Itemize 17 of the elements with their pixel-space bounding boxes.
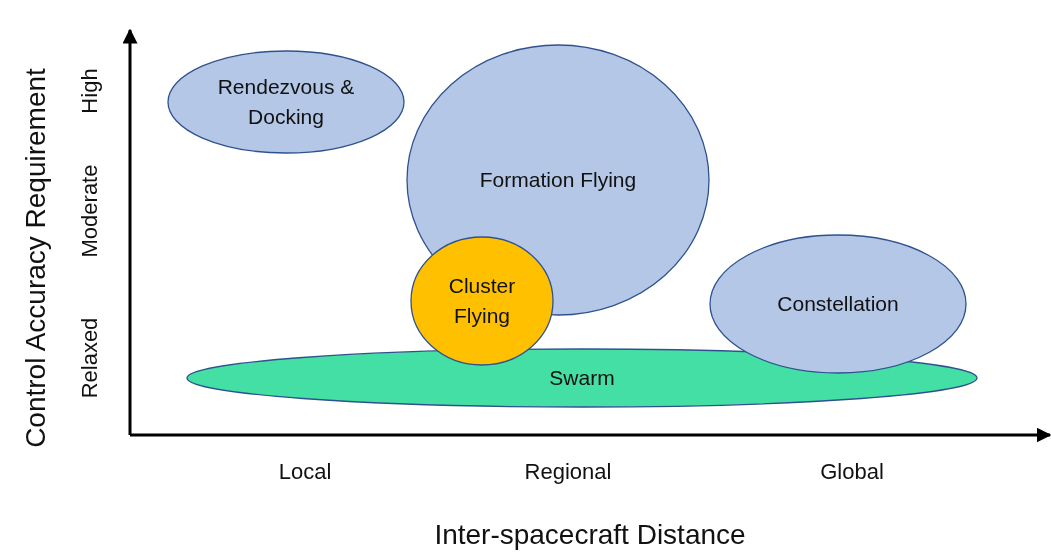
axis-tick-label: Relaxed [77,317,103,399]
region-label: Swarm [549,364,615,391]
axis-tick-label: Global [820,459,884,485]
axis-title: Inter-spacecraft Distance [434,519,746,551]
ellipse-region [167,50,405,154]
ellipse-region [186,348,978,408]
axis-title: Control Accuracy Requirement [20,68,52,448]
axis-tick-label: High [77,68,103,114]
axis-tick-label: Local [278,459,332,485]
axis-tick-label: Moderate [77,164,103,258]
region-label: Formation Flying [479,166,637,193]
region-label: Cluster Flying [447,272,517,329]
ellipse-region [410,236,554,366]
region-label: Constellation [777,290,899,317]
ellipse-region [709,234,967,374]
axis-tick-label: Regional [524,459,612,485]
region-label: Rendezvous & Docking [216,73,356,130]
